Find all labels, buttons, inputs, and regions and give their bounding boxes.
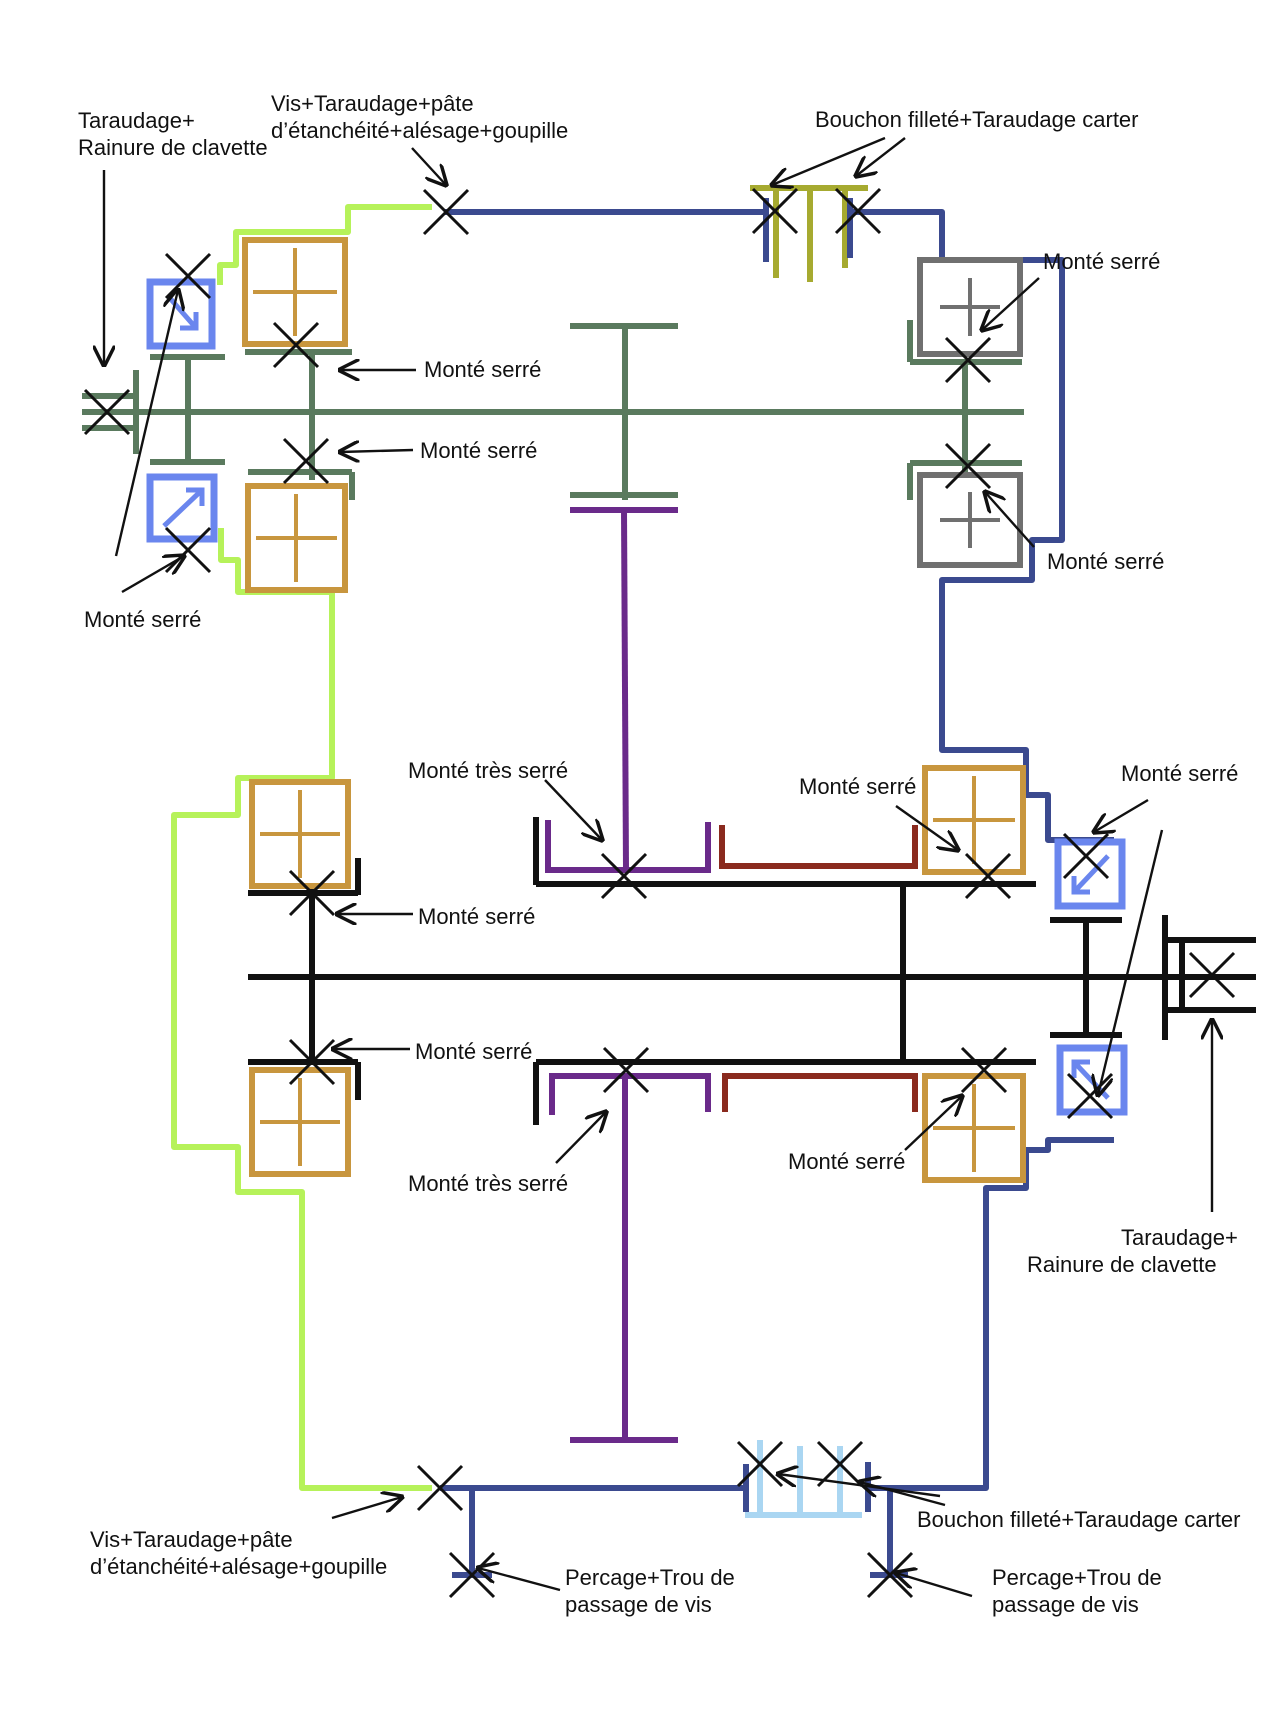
output-gear [545,507,711,1443]
x-cross-icon [272,321,320,369]
x-cross-icon [600,852,648,900]
plug-bottom [745,1440,862,1518]
label-vis-bottom-1: Vis+Taraudage+pâte [90,1527,293,1552]
bearing-bottom-left-lower [249,1067,351,1177]
label-percage-right-2: passage de vis [992,1592,1139,1617]
bearing-bottom-left-upper [249,779,351,889]
bearing-top-right-upper [917,257,1023,357]
label-vis-top-1: Vis+Taraudage+pâte [271,91,474,116]
x-cross-icon [416,1464,464,1512]
seal-top-left-lower [146,473,218,543]
x-cross-icon [960,1046,1008,1094]
label-percage-right-1: Percage+Trou de [992,1565,1162,1590]
label-monte-serre-1: Monté serré [1043,249,1161,274]
label-monte-tres-serre-1: Monté très serré [408,758,569,783]
x-cross-icon [164,526,212,574]
x-cross-icon [944,336,992,384]
casing-blue [440,209,1114,1578]
seal-bottom-right-upper [1054,838,1126,910]
seal-bottom-right-lower [1056,1044,1128,1116]
input-shaft [82,320,1024,500]
seals [146,278,1128,1116]
x-cross-icon [866,1551,914,1599]
label-monte-serre-9: Monté serré [415,1039,533,1064]
label-percage-left-2: passage de vis [565,1592,712,1617]
casing-green [171,204,432,1491]
label-taraudage-rainure-top-2: Rainure de clavette [78,135,268,160]
bearing-top-left-upper [242,237,348,347]
bearing-top-right-lower [917,472,1023,568]
x-cross-icon [164,252,212,300]
label-monte-serre-6: Monté serré [799,774,917,799]
label-taraudage-rainure-bottom-1: Taraudage+ [1121,1225,1238,1250]
label-vis-top-2: d’étanchéité+alésage+goupille [271,118,569,143]
label-vis-bottom-2: d’étanchéité+alésage+goupille [90,1554,388,1579]
x-cross-icon [288,1038,336,1086]
x-cross-icon [422,188,470,236]
label-bouchon-bottom: Bouchon filleté+Taraudage carter [917,1507,1241,1532]
label-taraudage-rainure-bottom-2: Rainure de clavette [1027,1252,1217,1277]
x-cross-icon [1188,951,1236,999]
x-cross-icon [1062,832,1110,880]
x-cross-icon [288,869,336,917]
label-monte-tres-serre-2: Monté très serré [408,1171,569,1196]
label-taraudage-rainure-top-1: Taraudage+ [78,108,195,133]
x-cross-icon [816,1440,864,1488]
fit-marks [83,187,1236,1599]
bearing-bottom-right-upper [922,765,1026,875]
bearings [242,237,1026,1183]
label-monte-serre-4: Monté serré [1047,549,1165,574]
label-bouchon-top: Bouchon filleté+Taraudage carter [815,107,1139,132]
x-cross-icon [751,187,799,235]
label-monte-serre-8: Monté serré [418,904,536,929]
label-monte-serre-3: Monté serré [420,438,538,463]
bearing-bottom-right-lower [922,1073,1026,1183]
x-cross-icon [964,852,1012,900]
label-monte-serre-5: Monté serré [84,607,202,632]
x-cross-icon [83,388,131,436]
x-cross-icon [602,1046,650,1094]
label-monte-serre-2: Monté serré [424,357,542,382]
label-monte-serre-10: Monté serré [788,1149,906,1174]
bearing-top-left-lower [245,483,348,593]
x-cross-icon [448,1551,496,1599]
spacer-sleeves [719,825,918,1112]
label-monte-serre-7: Monté serré [1121,761,1239,786]
x-cross-icon [834,187,882,235]
label-percage-left-1: Percage+Trou de [565,1565,735,1590]
leader-arrows [104,136,1212,1598]
x-cross-icon [282,437,330,485]
x-cross-icon [944,442,992,490]
